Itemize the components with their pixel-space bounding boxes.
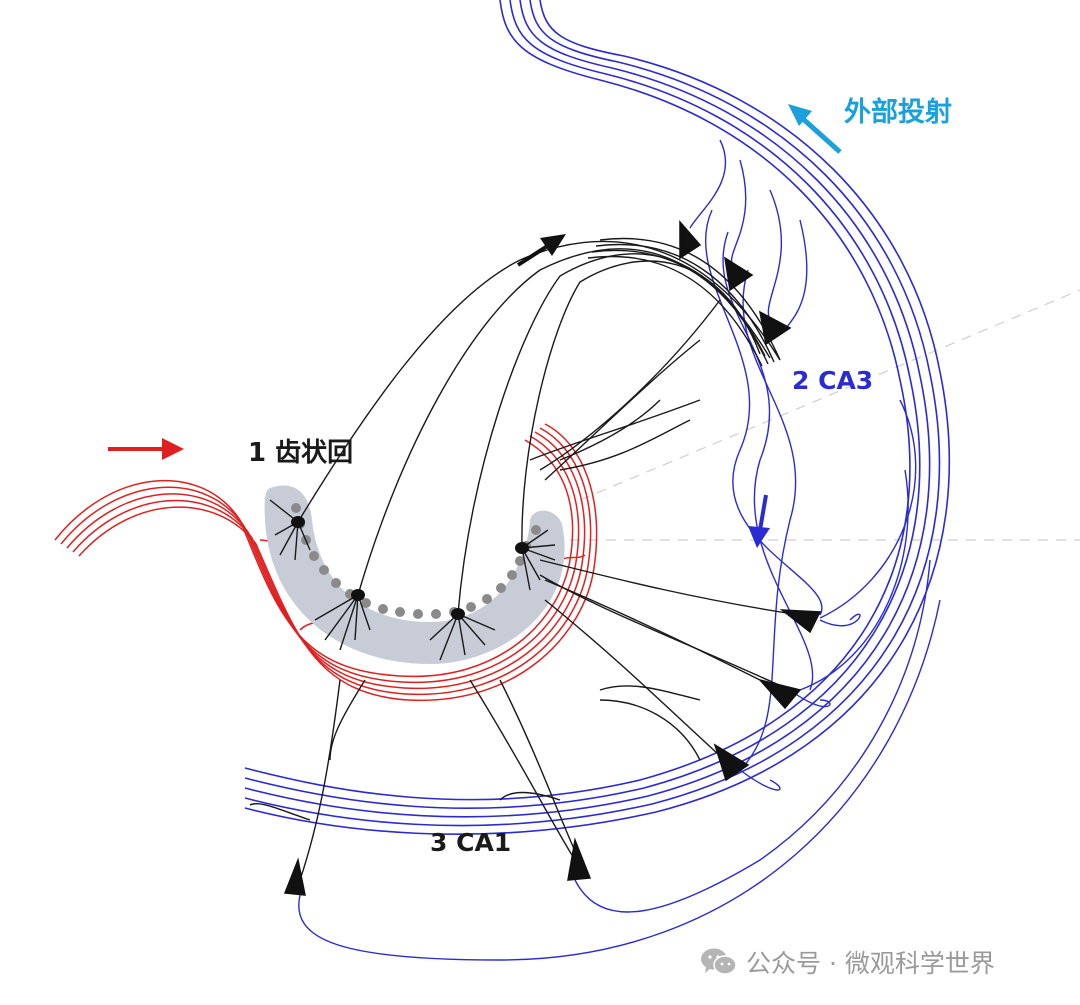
- watermark-text: 公众号 · 微观科学世界: [746, 949, 995, 978]
- mossy-fibers: [249, 237, 801, 881]
- granule-somata: [291, 516, 529, 620]
- label-external-projection: 外部投射: [844, 97, 952, 128]
- ca3-down-arrow: [748, 494, 770, 548]
- label-ca1: 3 CA1: [430, 828, 512, 857]
- external-arrow: [788, 104, 842, 154]
- label-dentate-gyrus: 1 齿状回: [248, 438, 354, 468]
- ca3-pyramid-5: [757, 678, 802, 710]
- watermark: 公众号 · 微观科学世界: [700, 940, 995, 984]
- pyramidal-neurons: [283, 219, 822, 896]
- wechat-icon: [700, 947, 738, 977]
- ca3-pyramid-6: [713, 743, 750, 782]
- ca1-pyramid-1: [283, 857, 306, 896]
- dashed-guides: [570, 289, 1080, 541]
- ca3-collaterals: [298, 139, 941, 961]
- granule-cell-layer: [264, 485, 565, 664]
- label-ca3: 2 CA3: [792, 366, 874, 395]
- ca3-pyramid-4: [779, 609, 822, 634]
- mossy-fiber-arrow: [516, 234, 566, 267]
- ca3-axon-bundle: [244, 0, 951, 835]
- perforant-path-bundle: [54, 423, 598, 702]
- input-arrow: [108, 438, 184, 460]
- ca3-pyramid-1: [679, 219, 702, 260]
- ca3-pyramid-3: [758, 310, 792, 346]
- ca1-pyramid-2: [567, 837, 592, 881]
- ca3-pyramid-2: [724, 256, 754, 292]
